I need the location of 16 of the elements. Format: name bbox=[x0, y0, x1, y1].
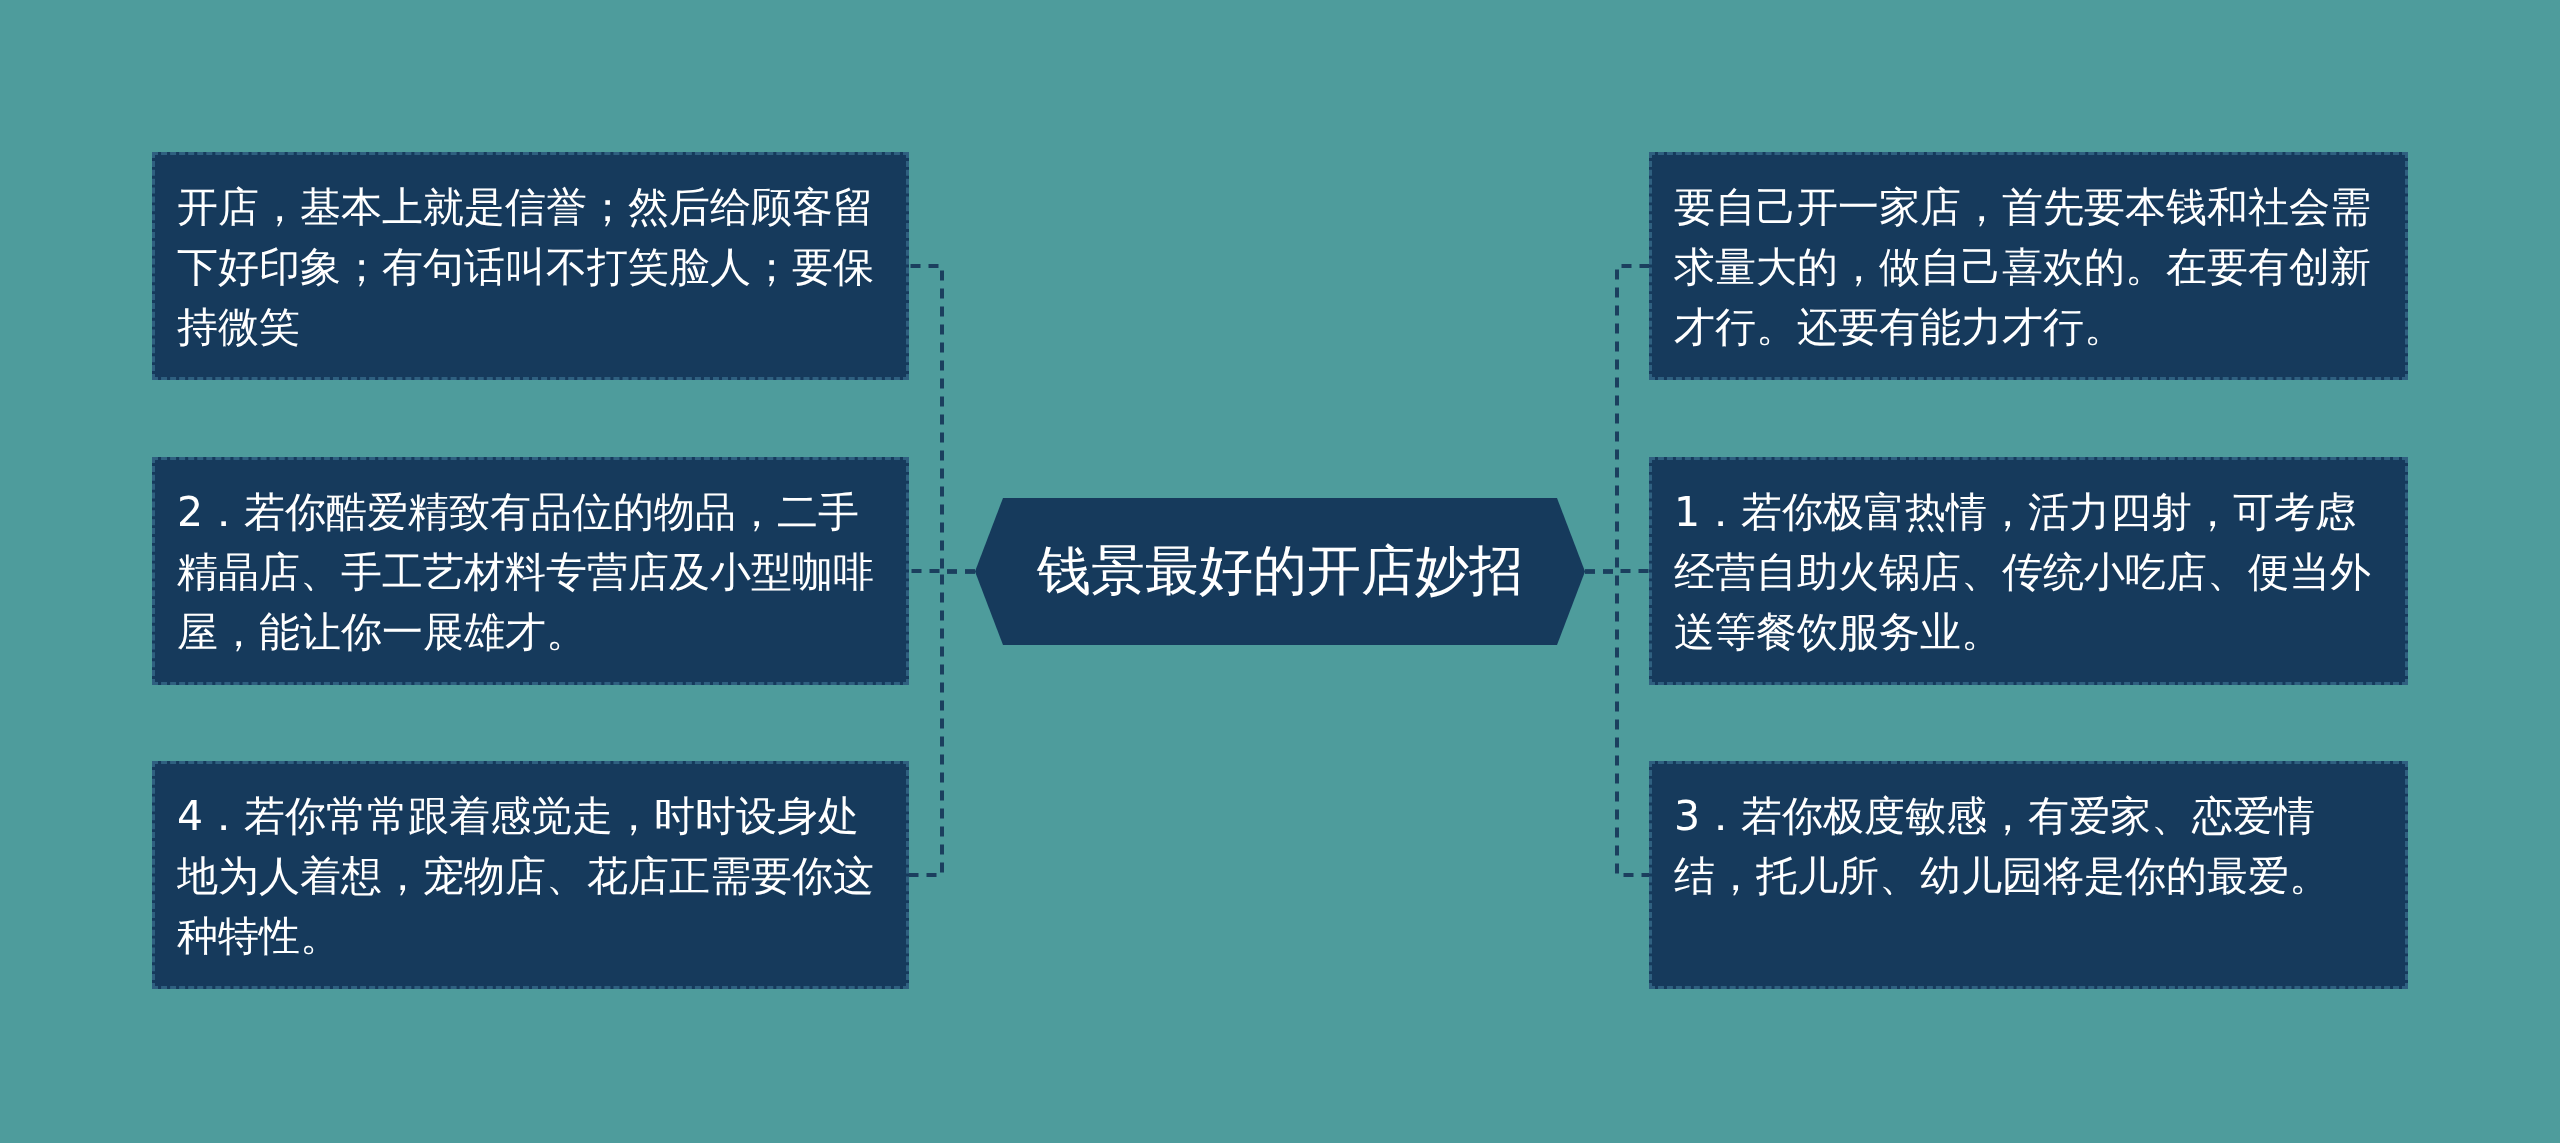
topic-hexagon bbox=[975, 498, 1585, 645]
idea-box bbox=[152, 152, 909, 380]
idea-text: 要自己开一家店，首先要本钱和社会需求量大的，做自己喜欢的。在要有创新才行。还要有能力才行。 bbox=[1674, 182, 2372, 353]
connector-line bbox=[909, 569, 975, 877]
idea-box bbox=[152, 457, 909, 685]
idea-box bbox=[152, 761, 909, 989]
idea-text: 3．若你极度敏感，有爱家、恋爱情结，托儿所、幼儿园将是你的最爱。 bbox=[1674, 791, 2331, 902]
idea-text: 4．若你常常跟着感觉走，时时设身处地为人着想，宠物店、花店正需要你这种特性。 bbox=[177, 791, 875, 962]
idea-text: 2．若你酷爱精致有品位的物品，二手精晶店、手工艺材料专营店及小型咖啡屋，能让你一展雄才。 bbox=[177, 487, 875, 658]
idea-box bbox=[1649, 152, 2408, 380]
topic-title: 钱景最好的开店妙招 bbox=[1037, 538, 1523, 604]
connector-line bbox=[1585, 569, 1649, 877]
idea-text: 开店，基本上就是信誉；然后给顾客留下好印象；有句话叫不打笑脸人；要保持微笑 bbox=[177, 182, 875, 353]
idea-box bbox=[1649, 457, 2408, 685]
idea-text: 1．若你极富热情，活力四射，可考虑经营自助火锅店、传统小吃店、便当外送等餐饮服务业。 bbox=[1674, 487, 2372, 658]
idea-box bbox=[1649, 761, 2408, 989]
